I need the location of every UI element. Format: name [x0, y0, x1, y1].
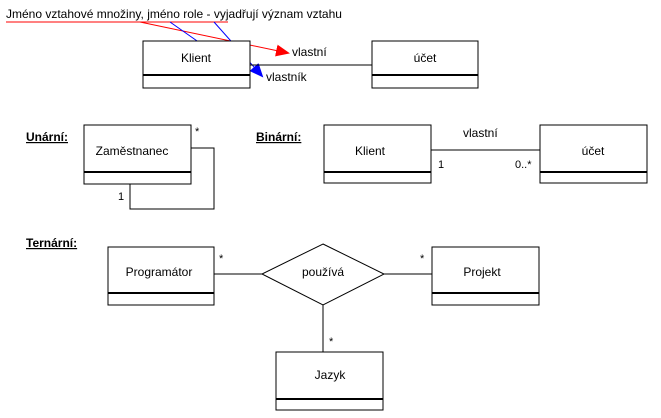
annotation-text: Jméno vztahové množiny, jméno role - vyj…: [6, 7, 342, 21]
ternary-heading: Ternární:: [26, 236, 77, 250]
binary-class-klient: Klient: [323, 124, 432, 184]
unary-class-label: Zaměstnanec: [96, 144, 169, 158]
unary-mult-star: *: [195, 126, 200, 138]
binary-class-ucet: účet: [539, 124, 648, 184]
ternary-mult-bottom: *: [329, 336, 334, 348]
top-class-klient: Klient: [142, 40, 251, 89]
ternary-class-projekt: Projekt: [431, 246, 540, 306]
binary-heading: Binární:: [256, 130, 301, 144]
unary-mult-one: 1: [118, 191, 124, 203]
ternary-mult-right: *: [420, 253, 425, 265]
top-class-ucet: účet: [371, 40, 479, 89]
ternary-association-label: používá: [302, 265, 344, 279]
top-role-vlastnik: vlastník: [266, 70, 308, 84]
annotation-role-name: jméno role: [146, 7, 203, 21]
ternary-class-jazyk-label: Jazyk: [315, 368, 347, 382]
top-class-ucet-label: účet: [414, 51, 437, 65]
annotation-separator: ,: [141, 7, 148, 21]
ternary-class-projekt-label: Projekt: [463, 265, 501, 279]
binary-mult-right: 0..*: [515, 159, 532, 171]
ternary-class-jazyk: Jazyk: [275, 351, 384, 411]
annotation-arrow-red: [139, 21, 290, 57]
unary-self-association: [129, 147, 215, 210]
unary-heading: Unární:: [26, 130, 68, 144]
unary-class-zamestnanec: Zaměstnanec: [83, 124, 192, 185]
binary-class-klient-label: Klient: [355, 144, 386, 158]
annotation-meaning: - vyjadřují význam vztahu: [203, 7, 342, 21]
top-class-klient-label: Klient: [181, 51, 212, 65]
ternary-class-programator-label: Programátor: [126, 265, 193, 279]
ternary-class-programator: Programátor: [107, 246, 215, 306]
top-role-vlastni: vlastní: [292, 45, 327, 59]
binary-class-ucet-label: účet: [582, 144, 605, 158]
binary-association-label: vlastní: [463, 126, 498, 140]
annotation-relationship-name: Jméno vztahové množiny: [6, 7, 141, 21]
binary-mult-left: 1: [438, 159, 444, 171]
ternary-mult-left: *: [219, 253, 224, 265]
